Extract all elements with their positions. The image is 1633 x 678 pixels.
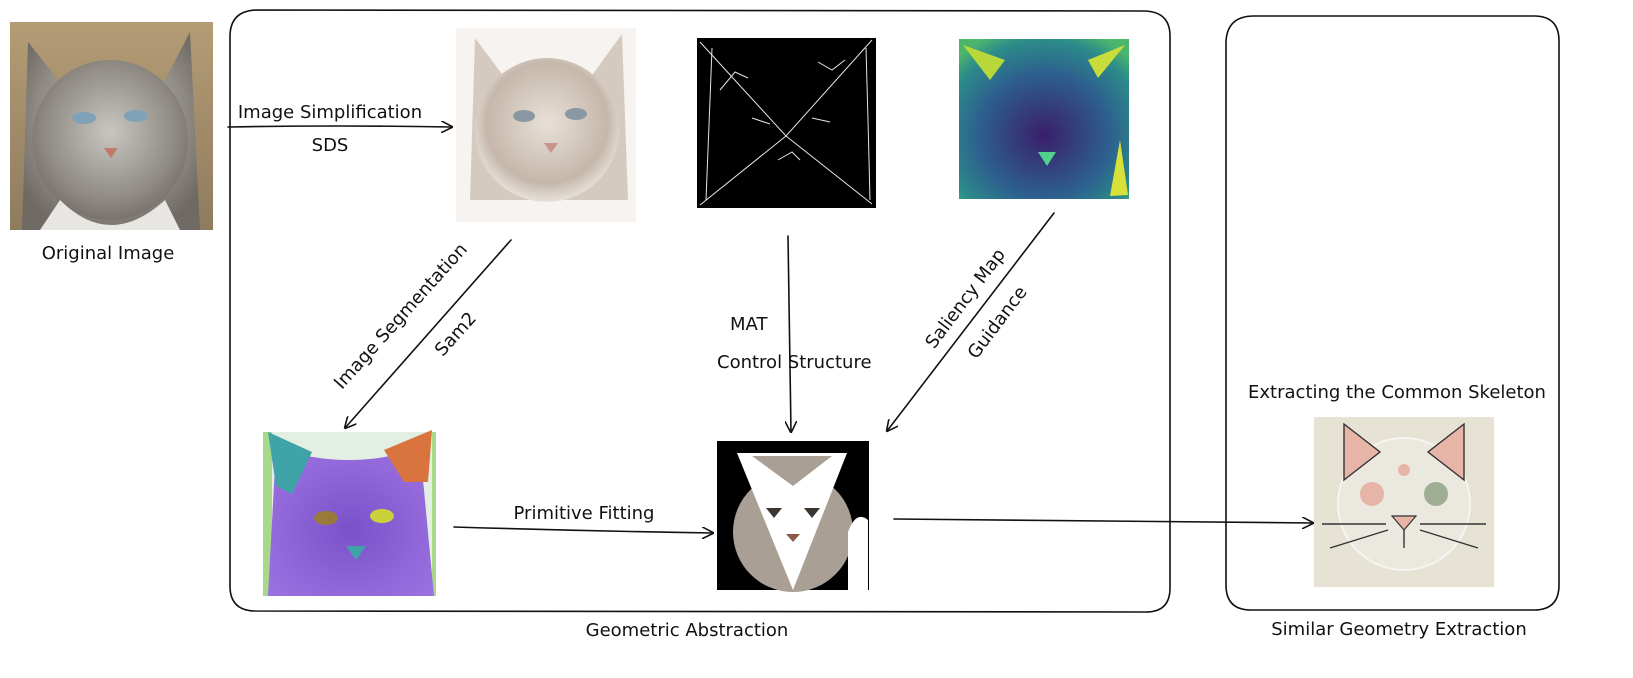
- edge-mat: MAT Control Structure: [717, 235, 872, 432]
- original-image: [10, 22, 213, 230]
- similar-geometry-frame: [1225, 15, 1560, 611]
- geometric-abstraction-caption: Geometric Abstraction: [586, 620, 789, 641]
- edge-saliency: Saliency Map Guidance: [887, 212, 1055, 431]
- edge-segmentation-sublabel: Sam2: [431, 308, 481, 360]
- similar-geometry-caption: Similar Geometry Extraction: [1271, 619, 1526, 640]
- geometric-abstraction-group: [229, 9, 1171, 613]
- original-image-caption: Original Image: [42, 243, 175, 264]
- similar-geometry-group: [1225, 15, 1560, 611]
- edge-fitting-label: Primitive Fitting: [514, 503, 655, 524]
- edge-simplification-label: Image Simplification: [238, 102, 422, 123]
- segmented-image: [263, 430, 436, 596]
- simplified-image: [456, 28, 636, 222]
- edge-extraction: [893, 519, 1313, 523]
- edge-segmentation: Image Segmentation Sam2: [330, 239, 512, 428]
- edge-simplification-sublabel: SDS: [312, 135, 349, 156]
- mat-image: [697, 38, 876, 208]
- skeleton-caption: Extracting the Common Skeleton: [1248, 382, 1546, 403]
- edge-segmentation-label: Image Segmentation: [330, 239, 472, 393]
- edge-mat-label: MAT: [730, 314, 768, 335]
- edge-mat-sublabel: Control Structure: [717, 352, 872, 373]
- saliency-image: [959, 39, 1129, 199]
- geometric-abstraction-frame: [229, 9, 1171, 613]
- edge-simplification: Image Simplification SDS: [227, 102, 452, 156]
- skeleton-image: [1314, 417, 1494, 587]
- primitive-image: [717, 441, 869, 592]
- edge-fitting: Primitive Fitting: [453, 503, 713, 533]
